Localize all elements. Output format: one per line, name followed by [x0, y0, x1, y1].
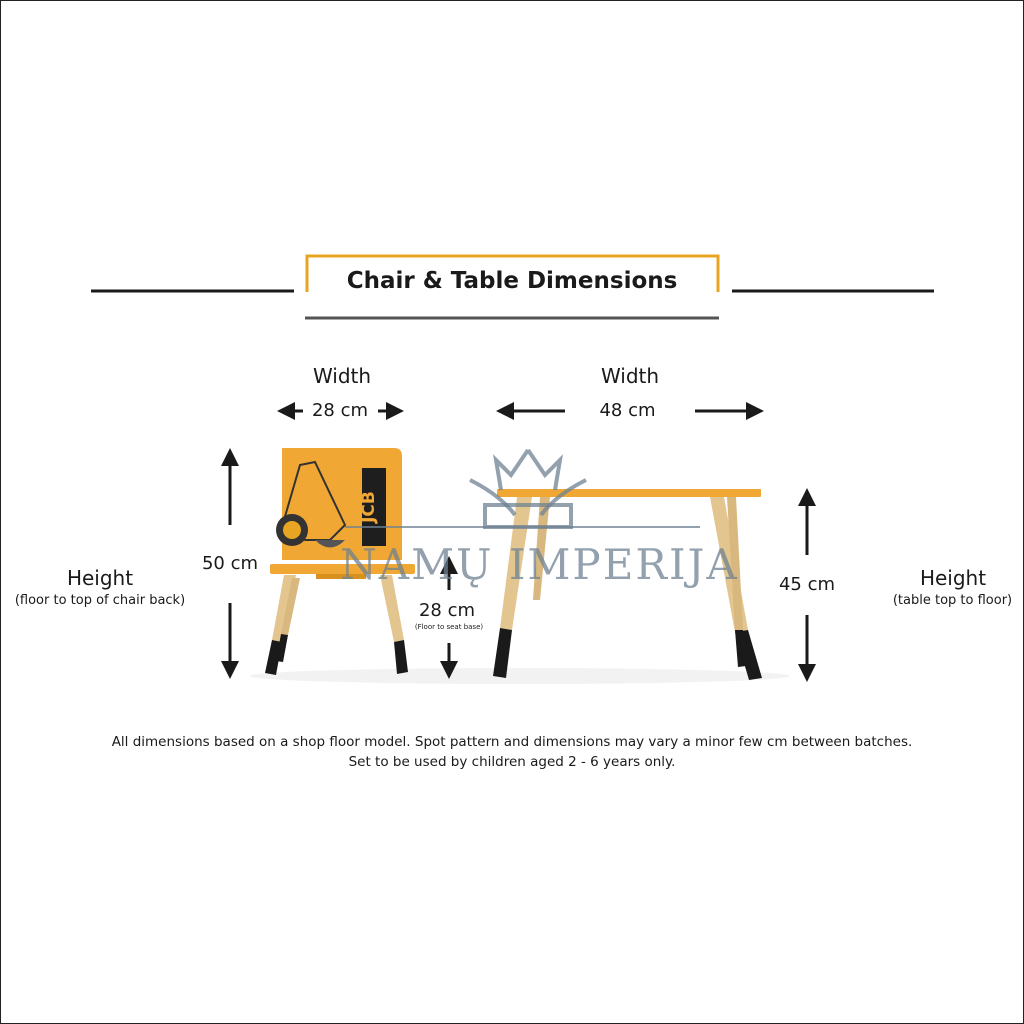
- table-illustration: [493, 489, 762, 680]
- chair-width-label: Width: [312, 364, 372, 388]
- table-height-label: Height: [919, 566, 987, 590]
- seat-height-value: 28 cm: [418, 600, 476, 621]
- chair-height-note: (floor to top of chair back): [14, 593, 186, 608]
- chair-illustration: JCB: [265, 448, 415, 675]
- watermark-text: NAMŲ IMPERIJA: [340, 540, 739, 589]
- disclaimer-line-2: Set to be used by children aged 2 - 6 ye…: [348, 754, 676, 770]
- disclaimer-line-1: All dimensions based on a shop floor mod…: [111, 734, 913, 750]
- chair-height-value: 50 cm: [201, 553, 259, 574]
- table-height-value: 45 cm: [778, 574, 836, 595]
- page-title: Chair & Table Dimensions: [346, 268, 678, 294]
- watermark-crown-logo: [345, 448, 700, 529]
- title-box-top: [305, 254, 720, 292]
- table-height-note: (table top to floor): [892, 593, 1013, 608]
- chair-width-value: 28 cm: [311, 400, 369, 421]
- seat-height-note: (Floor to seat base): [414, 623, 484, 631]
- table-width-value: 48 cm: [599, 400, 656, 421]
- chair-height-label: Height: [66, 566, 134, 590]
- table-width-label: Width: [600, 364, 660, 388]
- chair-brand-logo: JCB: [359, 491, 379, 524]
